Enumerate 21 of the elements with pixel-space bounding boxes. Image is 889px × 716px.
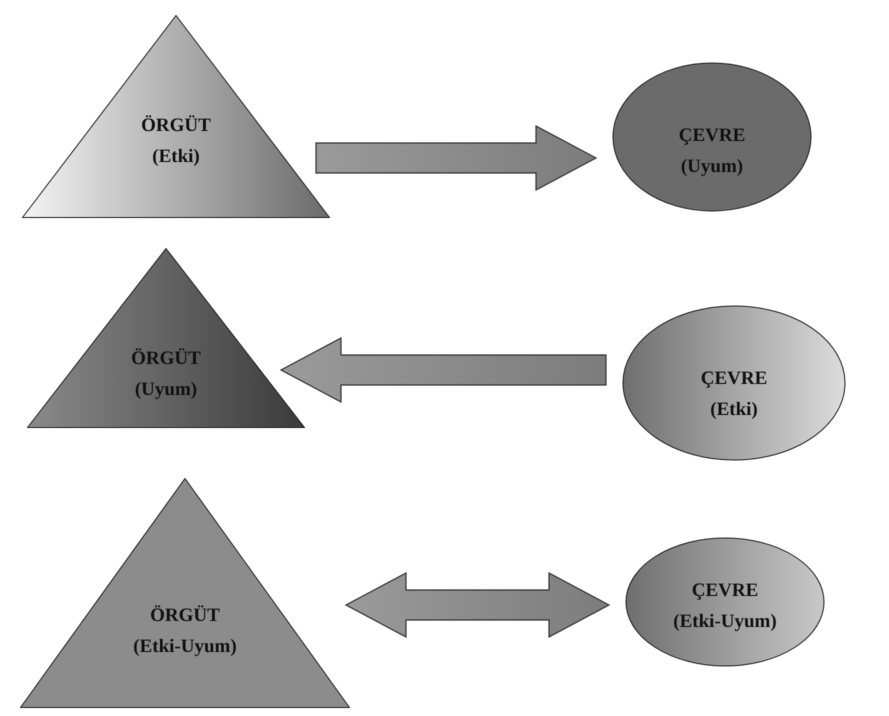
ellipse-shape [622,306,846,460]
node-subtitle: (Uyum) [680,155,744,179]
block-arrow [280,337,607,403]
block-arrow [344,572,610,638]
node-subtitle: (Etki) [152,145,200,169]
triangle-shape [20,478,350,708]
triangle-shape [22,15,330,218]
block-arrow [315,125,598,191]
node-title: ÖRGÜT [141,114,211,138]
node-title: ÖRGÜT [150,604,220,628]
ellipse-shape [626,538,824,666]
node-title: ÇEVRE [692,579,758,603]
ellipse-shape [612,62,812,212]
node-subtitle: (Etki-Uyum) [133,635,237,659]
node-title: ÇEVRE [700,367,768,391]
triangle-shape [27,248,305,428]
node-subtitle: (Uyum) [134,378,198,402]
node-title: ÇEVRE [678,124,746,148]
node-subtitle: (Etki-Uyum) [673,610,777,634]
node-title: ÖRGÜT [131,347,201,371]
node-subtitle: (Etki) [710,398,758,422]
